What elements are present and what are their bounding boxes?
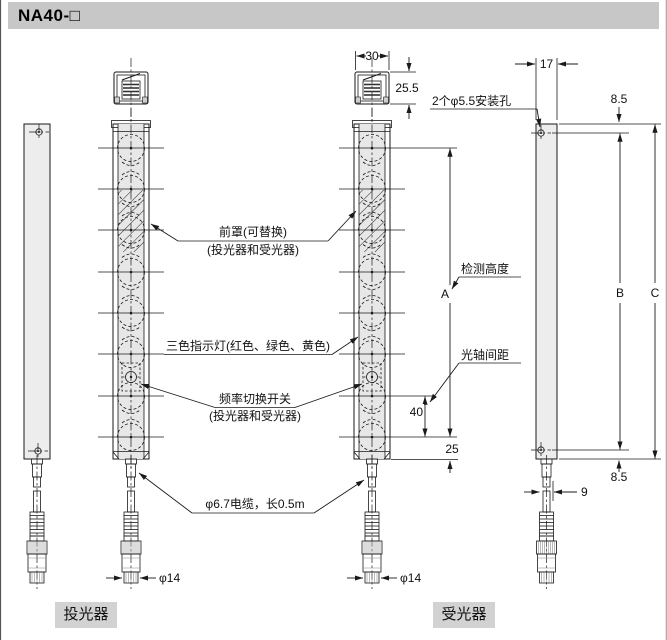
dim-phi14-receiver-label: φ14: [400, 571, 421, 585]
detection-height-label: 检测高度: [461, 261, 509, 276]
front-cover-label: 前罩(可替换): [219, 224, 287, 239]
dim-phi14-emitter-label: φ14: [159, 571, 180, 585]
dim-25-label: 25: [445, 442, 459, 456]
annotation-front-cover: 前罩(可替换) (投光器和受光器): [150, 210, 357, 257]
annotation-beam-pitch: 光轴间距: [429, 347, 521, 403]
receiver-connector: [361, 454, 383, 590]
dim-c-label: C: [651, 286, 660, 300]
dim-8-5-top-label: 8.5: [611, 92, 628, 106]
annotation-cable: φ6.7电缆，长0.5m: [138, 472, 365, 514]
emitter-connector: [120, 454, 142, 590]
annotation-indicator: 三色指示灯(红色、绿色、黄色): [164, 336, 359, 355]
caption-receiver: 受光器: [433, 602, 495, 628]
dim-right-side: 8.5 8.5 B C: [552, 92, 664, 484]
dim-a-label: A: [441, 287, 449, 301]
dim-detection: A 40 25: [391, 147, 459, 473]
receiver-side-connector: [536, 454, 557, 590]
dim-9-label: 9: [581, 485, 588, 499]
annotation-detection-height: 检测高度: [451, 261, 521, 290]
freq-switch-label: 频率切换开关: [219, 391, 291, 406]
receiver-front-view: [338, 107, 406, 469]
mounting-holes-label: 2个φ5.5安装孔: [432, 93, 511, 108]
dim-30-label: 30: [365, 49, 379, 63]
dim-8-5-bottom-label: 8.5: [611, 470, 628, 484]
emitter-side-view: [23, 123, 51, 590]
dim-top-width: 30: [355, 49, 390, 70]
freq-switch-label-2: (投光器和受光器): [209, 408, 301, 423]
receiver-side-view: [530, 123, 558, 590]
dim-top-depth: 25.5: [390, 57, 419, 119]
emitter-front-view: [97, 107, 165, 469]
annotation-freq-switch: 频率切换开关 (投光器和受光器): [140, 383, 363, 423]
dim-connector-receiver: φ14: [347, 571, 421, 585]
dim-17-label: 17: [540, 57, 554, 71]
caption-emitter: 投光器: [55, 602, 117, 628]
emitter-side-connector: [26, 454, 48, 590]
dim-40-label: 40: [410, 405, 424, 419]
front-cover-label-2: (投光器和受光器): [207, 242, 299, 257]
dim-25-5-label: 25.5: [395, 81, 419, 95]
dim-side-cable: 9: [524, 481, 588, 501]
beam-pitch-label: 光轴间距: [461, 347, 509, 362]
cable-label: φ6.7电缆，长0.5m: [205, 497, 304, 511]
page-title: NA40-□: [8, 2, 659, 29]
dim-connector-emitter: φ14: [106, 571, 180, 585]
annotation-mounting-holes: 2个φ5.5安装孔: [430, 93, 542, 128]
indicator-label: 三色指示灯(红色、绿色、黄色): [166, 338, 330, 353]
dim-b-label: B: [616, 286, 624, 300]
dim-side-width: 17: [515, 57, 578, 120]
